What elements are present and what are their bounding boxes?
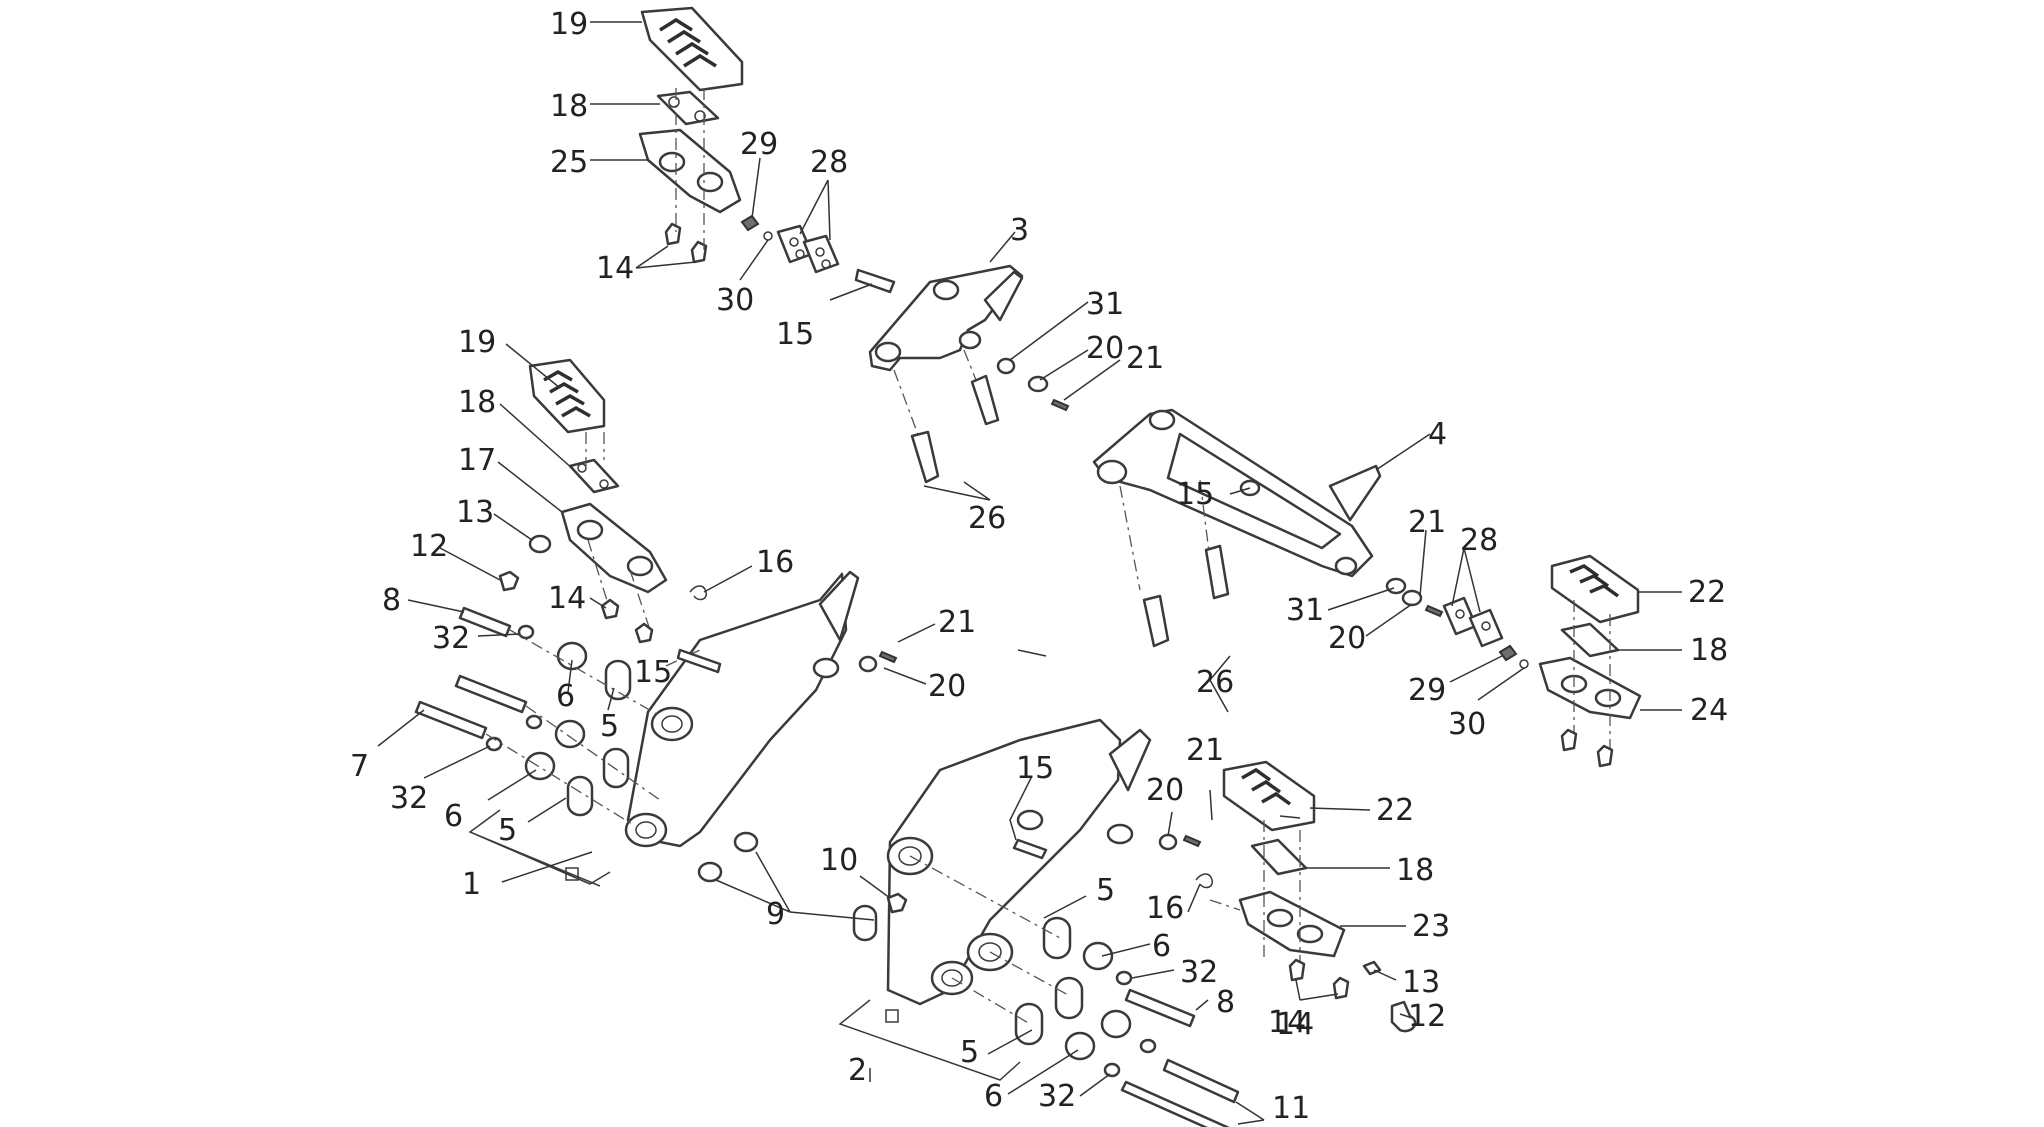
leader-lines xyxy=(377,21,1682,1125)
callout-16: 16 xyxy=(1146,891,1184,926)
callout-21: 21 xyxy=(1186,733,1224,768)
top-footpeg-bracket[interactable] xyxy=(638,128,742,214)
callout-28: 28 xyxy=(1460,523,1498,558)
callout-16: 16 xyxy=(756,545,794,580)
callout-24: 24 xyxy=(1690,693,1728,728)
callout-18: 18 xyxy=(550,89,588,124)
callout-31: 31 xyxy=(1286,593,1324,628)
callout-1: 1 xyxy=(462,867,481,902)
callout-18: 18 xyxy=(1396,853,1434,888)
left-heel-plate[interactable] xyxy=(624,570,860,848)
callout-31: 31 xyxy=(1086,287,1124,322)
callout-18: 18 xyxy=(1690,633,1728,668)
right-bolts-and-spacers[interactable] xyxy=(1014,916,1240,1127)
callout-20: 20 xyxy=(928,669,966,704)
callout-4: 4 xyxy=(1428,417,1447,452)
callout-20: 20 xyxy=(1328,621,1366,656)
callout-22: 22 xyxy=(1688,575,1726,610)
left-footpeg-rubber[interactable] xyxy=(528,358,606,434)
callout-11: 11 xyxy=(1272,1091,1310,1126)
callout-22: 22 xyxy=(1376,793,1414,828)
top-footpeg-screws[interactable] xyxy=(664,222,708,264)
callout-13: 13 xyxy=(456,495,494,530)
callout-15: 15 xyxy=(1176,477,1214,512)
callout-25: 25 xyxy=(550,145,588,180)
callout-12: 12 xyxy=(410,529,448,564)
callout-6: 6 xyxy=(1152,929,1171,964)
callout-8: 8 xyxy=(382,583,401,618)
callout-labels: 19 18 25 29 28 14 30 3 15 31 20 21 19 18… xyxy=(350,7,1728,1126)
callout-20: 20 xyxy=(1146,773,1184,808)
right-heel-plate[interactable] xyxy=(886,718,1152,1006)
callout-3: 3 xyxy=(1010,213,1029,248)
callout-15: 15 xyxy=(634,655,672,690)
callout-15: 15 xyxy=(776,317,814,352)
callout-32: 32 xyxy=(1180,955,1218,990)
callout-5: 5 xyxy=(600,709,619,744)
group-bracket-2 xyxy=(838,999,1021,1081)
callout-15: 15 xyxy=(1016,751,1054,786)
lower-right-footpeg-rubber[interactable] xyxy=(1222,760,1316,832)
callout-14: 14 xyxy=(1268,1005,1306,1040)
callout-26: 26 xyxy=(968,501,1006,536)
callout-32: 32 xyxy=(432,621,470,656)
callout-20: 20 xyxy=(1086,331,1124,366)
callout-28: 28 xyxy=(810,145,848,180)
callout-29: 29 xyxy=(740,127,778,162)
callout-6: 6 xyxy=(444,799,463,834)
top-footpeg-plate[interactable] xyxy=(656,90,720,126)
callout-6: 6 xyxy=(984,1079,1003,1114)
right-detent-plates[interactable] xyxy=(1442,596,1504,648)
callout-9: 9 xyxy=(766,897,785,932)
callout-26: 26 xyxy=(1196,665,1234,700)
callout-23: 23 xyxy=(1412,909,1450,944)
callout-19: 19 xyxy=(458,325,496,360)
left-footpeg-bracket[interactable] xyxy=(560,502,668,594)
callout-7: 7 xyxy=(350,749,369,784)
right-footpeg-bracket[interactable] xyxy=(1538,656,1642,720)
passenger-frame-bolts[interactable] xyxy=(1142,544,1230,648)
callout-8: 8 xyxy=(1216,985,1235,1020)
group-bracket-1 xyxy=(468,809,611,887)
callout-18: 18 xyxy=(458,385,496,420)
callout-5: 5 xyxy=(960,1035,979,1070)
callout-14: 14 xyxy=(548,581,586,616)
upper-centre-bracket[interactable] xyxy=(868,264,1024,372)
passenger-frame[interactable] xyxy=(1092,408,1382,578)
callout-12: 12 xyxy=(1408,999,1446,1034)
callout-21: 21 xyxy=(938,605,976,640)
callout-14: 14 xyxy=(596,251,634,286)
callout-29: 29 xyxy=(1408,673,1446,708)
upper-bracket-bolts[interactable] xyxy=(910,374,1000,484)
top-detent-plates[interactable] xyxy=(776,224,840,274)
callout-32: 32 xyxy=(390,781,428,816)
callout-10: 10 xyxy=(820,843,858,878)
lower-right-footpeg-bracket[interactable] xyxy=(1238,890,1346,958)
callout-30: 30 xyxy=(1448,707,1486,742)
callout-6: 6 xyxy=(556,679,575,714)
part-drawings xyxy=(414,6,1642,1127)
top-footpeg-rubber[interactable] xyxy=(640,6,744,92)
callout-21: 21 xyxy=(1126,341,1164,376)
callout-19: 19 xyxy=(550,7,588,42)
callout-17: 17 xyxy=(458,443,496,478)
right-footpeg-rubber[interactable] xyxy=(1550,554,1640,624)
callout-21: 21 xyxy=(1408,505,1446,540)
callout-2: 2 xyxy=(848,1053,867,1088)
left-footpeg-plate[interactable] xyxy=(568,458,620,494)
callout-30: 30 xyxy=(716,283,754,318)
callout-14: 14 xyxy=(1276,1007,1314,1042)
callout-32: 32 xyxy=(1038,1079,1076,1114)
callout-13: 13 xyxy=(1402,965,1440,1000)
callout-5: 5 xyxy=(1096,873,1115,908)
callout-5: 5 xyxy=(498,813,517,848)
